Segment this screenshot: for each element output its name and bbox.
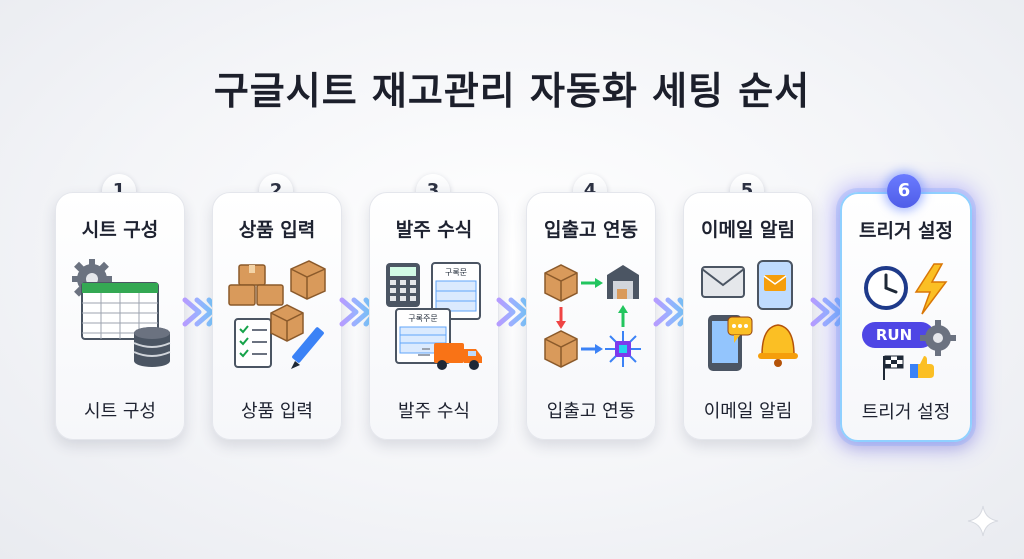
lightning-icon [914,263,948,315]
thumbs-up-icon [910,356,934,378]
step-6-heading: 트리거 설정 [858,220,953,242]
chip-icon [605,331,641,367]
truck-icon [418,343,482,370]
box-icon [544,330,578,368]
step-card-6[interactable]: 트리거 설정 RUN [840,192,972,442]
chat-bubble-icon [727,316,753,343]
gear-icon [920,320,956,356]
phone-icon [757,260,793,310]
step-5-heading: 이메일 알림 [700,219,795,241]
bell-icon [758,324,798,367]
spreadsheet-icon [81,282,159,340]
database-icon [133,327,171,367]
page-title: 구글시트 재고관리 자동화 세팅 순서 [213,69,811,113]
email-alert-illustration [701,260,798,371]
step-1-heading: 시트 구성 [81,219,159,241]
step-card-3[interactable]: 발주 수식 구록문 구록주문 [369,192,499,440]
step-card-5[interactable]: 이메일 알림 [683,192,813,440]
pen-icon [291,327,324,369]
document-top-label: 구록문 [445,268,467,277]
step-card-4[interactable]: 입출고 연동 [526,192,656,440]
clock-icon [864,266,908,310]
inventory-sync-illustration [544,264,641,368]
run-label: RUN [876,326,912,344]
document-mid-label: 구록주문 [408,314,437,323]
order-formula-illustration: 구록문 구록주문 [386,262,482,370]
run-button-icon: RUN [862,322,934,348]
trigger-setup-illustration: RUN [862,263,956,380]
step-2-caption: 상품 입력 [241,401,313,422]
smartphone-icon [708,315,742,371]
step-6-number: 6 [887,174,921,208]
step-5-caption: 이메일 알림 [703,401,793,422]
calculator-icon [386,263,420,307]
step-card-1[interactable]: 시트 구성 [55,192,185,440]
product-input-illustration [228,260,326,369]
warehouse-icon [607,265,639,299]
step-card-2[interactable]: 상품 입력 [212,192,342,440]
box-icon [544,264,578,302]
sheet-structure-illustration [72,259,171,367]
envelope-icon [701,266,745,298]
step-4-caption: 입출고 연동 [546,401,636,422]
step-1-caption: 시트 구성 [84,401,156,422]
step-2-heading: 상품 입력 [238,219,316,241]
step-3-caption: 발주 수식 [398,401,470,422]
step-3-heading: 발주 수식 [395,219,473,241]
step-6-caption: 트리거 설정 [861,402,951,423]
box-icon [228,264,284,306]
checklist-icon [234,318,272,368]
checkered-flag-icon [883,355,904,380]
box-icon [270,304,304,342]
document-icon: 구록문 [431,262,481,320]
step-4-heading: 입출고 연동 [543,219,638,241]
sparkle-icon [967,505,999,537]
box-icon [290,260,326,300]
